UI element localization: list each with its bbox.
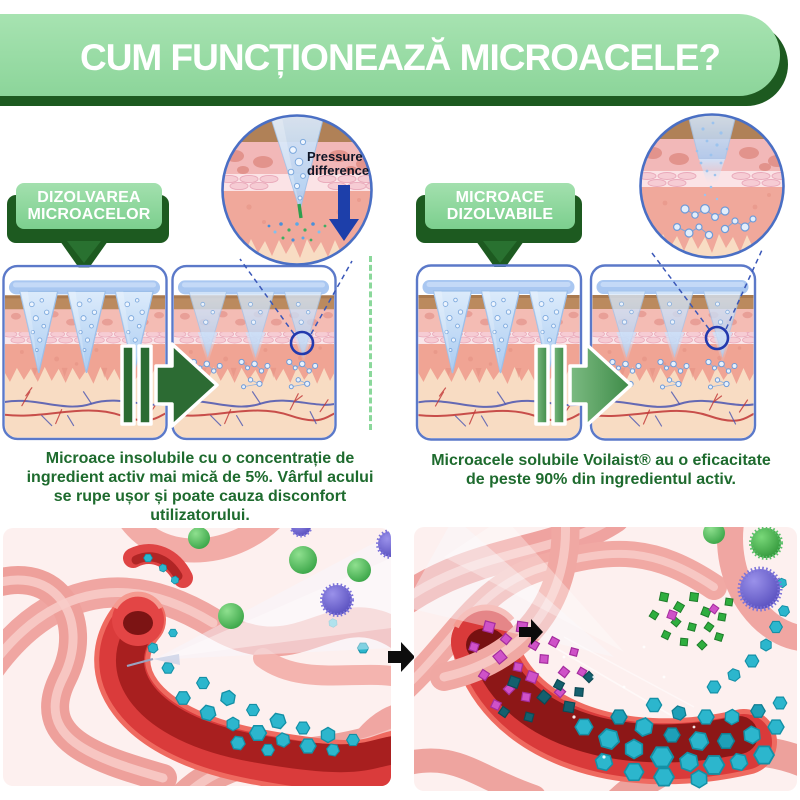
vessel-scene-before	[3, 528, 391, 786]
label-left-pointer	[60, 241, 108, 275]
label-dissolving-microneedles: DIZOLVAREA MICROACELOR	[16, 183, 162, 229]
fast-forward-arrow-icon-left	[120, 342, 219, 428]
header-banner	[0, 14, 780, 96]
page-title: CUM FUNCȚIONEAZĂ MICROACELE?	[79, 37, 721, 78]
pressure-down-arrow-icon	[329, 185, 359, 241]
fast-forward-arrow-icon-right	[534, 342, 633, 428]
transition-arrow-icon	[388, 642, 415, 672]
label-dissolvable-microneedles: MICROACE DIZOLVABILE	[425, 183, 575, 229]
magenta-particles	[468, 620, 588, 712]
vessel-scene-after	[414, 527, 797, 791]
section-divider	[369, 256, 372, 430]
label-right-pointer	[476, 241, 524, 275]
label-left-text: DIZOLVAREA MICROACELOR	[27, 188, 151, 223]
pressure-difference-annotation: Pressure difference	[307, 149, 370, 179]
label-right-text: MICROACE DIZOLVABILE	[446, 188, 554, 223]
release-arrow-icon	[519, 619, 543, 645]
magnified-inset-right	[639, 113, 785, 259]
green-particles	[648, 591, 734, 651]
caption-right: Microacele solubile Voilaist® au o efica…	[431, 452, 771, 488]
teal-particles	[497, 670, 596, 723]
caption-left: Microace insolubile cu o concentrație de…	[26, 450, 374, 524]
